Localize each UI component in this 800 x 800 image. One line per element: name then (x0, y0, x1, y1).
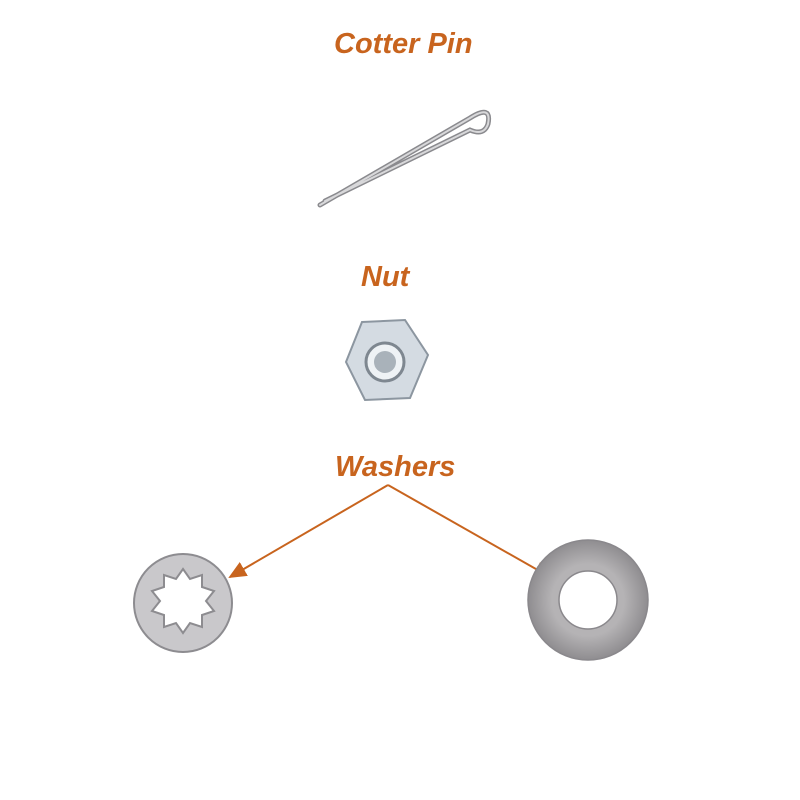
cotter-pin-label: Cotter Pin (334, 28, 473, 60)
lock-washer-image (133, 553, 233, 653)
cotter-pin-image (317, 109, 492, 208)
arrow-to-lock-washer (228, 484, 389, 579)
flat-washer-image (527, 539, 649, 661)
nut-label: Nut (361, 261, 410, 293)
washers-label: Washers (335, 451, 456, 483)
nut-image (344, 318, 430, 402)
arrow-to-flat-washer (387, 484, 552, 578)
